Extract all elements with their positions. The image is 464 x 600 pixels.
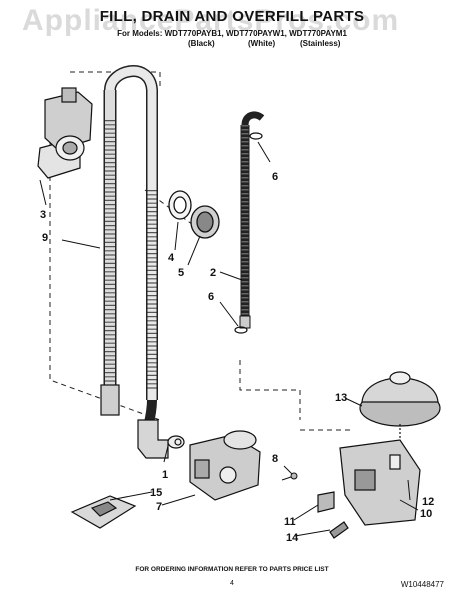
callout-5: 5 bbox=[178, 267, 184, 279]
bracket-part bbox=[37, 87, 93, 179]
page-title: FILL, DRAIN AND OVERFILL PARTS bbox=[99, 8, 365, 25]
callout-6b: 6 bbox=[208, 291, 214, 303]
callout-10: 10 bbox=[420, 508, 432, 520]
fill-hose-part bbox=[239, 111, 265, 329]
document-number: W10448477 bbox=[400, 580, 444, 589]
callout-14: 14 bbox=[286, 532, 299, 544]
callout-12: 12 bbox=[422, 496, 434, 508]
callout-9: 9 bbox=[42, 232, 48, 244]
callout-4: 4 bbox=[168, 252, 175, 264]
callout-3: 3 bbox=[40, 209, 46, 221]
elbow-part bbox=[137, 419, 185, 459]
callout-2: 2 bbox=[210, 267, 216, 279]
callout-6a: 6 bbox=[272, 171, 278, 183]
overfill-switch-part bbox=[317, 439, 421, 539]
callout-15: 15 bbox=[150, 487, 162, 499]
clamp-part bbox=[234, 132, 263, 334]
callout-13: 13 bbox=[335, 392, 347, 404]
model-list: For Models: WDT770PAYB1, WDT770PAYW1, WD… bbox=[117, 29, 347, 38]
float-cap-part bbox=[359, 371, 441, 448]
leader-lines bbox=[39, 141, 419, 537]
screw-part bbox=[281, 472, 298, 481]
float-part bbox=[70, 495, 137, 529]
drain-hose-part bbox=[100, 65, 158, 452]
color-black-label: (Black) bbox=[188, 39, 215, 48]
water-valve-part bbox=[189, 430, 261, 501]
color-stainless-label: (Stainless) bbox=[300, 39, 341, 48]
callout-8: 8 bbox=[272, 453, 278, 465]
callout-1: 1 bbox=[162, 469, 168, 481]
callout-11: 11 bbox=[284, 516, 296, 528]
page-number: 4 bbox=[230, 580, 234, 587]
callout-7: 7 bbox=[156, 501, 162, 513]
nut-part bbox=[190, 205, 220, 239]
ring-gasket-part bbox=[168, 190, 192, 220]
color-white-label: (White) bbox=[248, 39, 276, 48]
ordering-note: FOR ORDERING INFORMATION REFER TO PARTS … bbox=[135, 566, 329, 573]
